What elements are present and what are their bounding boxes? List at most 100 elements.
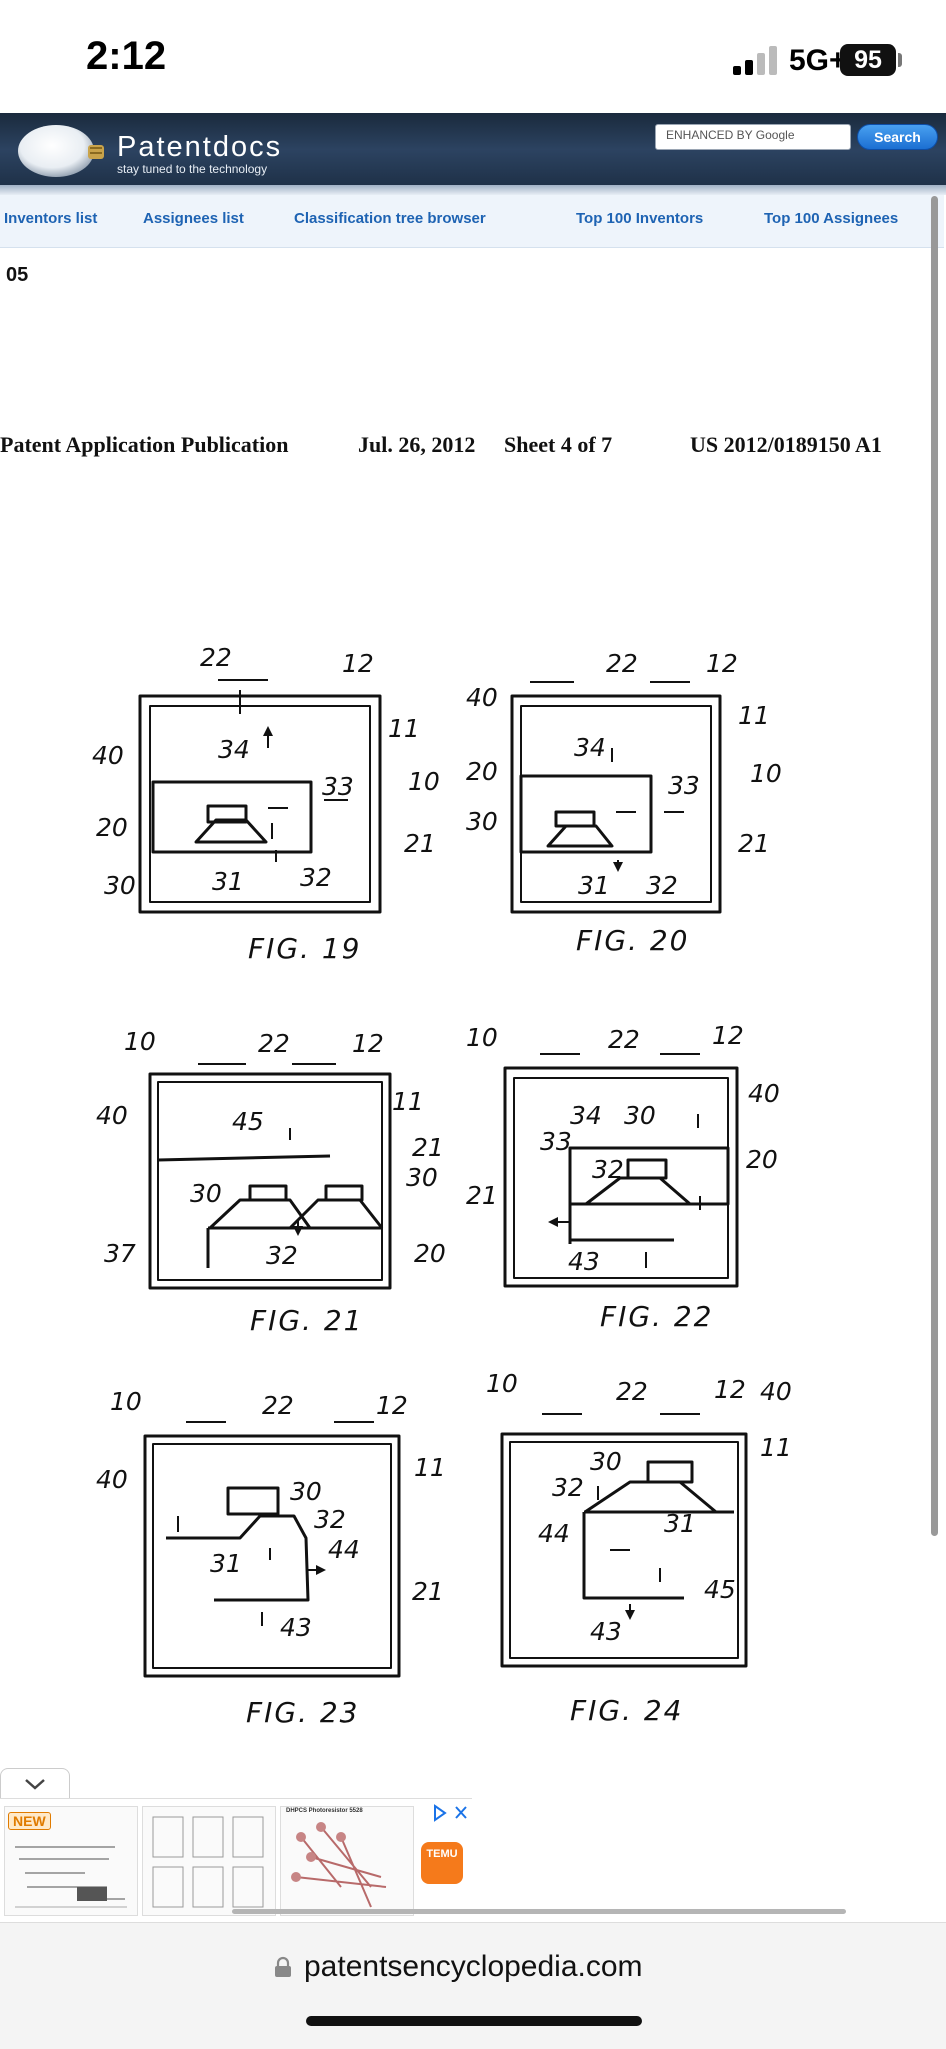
- svg-text:11: 11: [738, 701, 770, 730]
- svg-text:43: 43: [590, 1617, 622, 1646]
- publication-date: Jul. 26, 2012: [358, 432, 476, 457]
- search-button[interactable]: Search: [857, 124, 938, 150]
- figure-21-label: FIG. 21: [250, 1304, 364, 1337]
- nav-assignees-list[interactable]: Assignees list: [143, 210, 244, 227]
- nav-classification-tree[interactable]: Classification tree browser: [294, 210, 486, 227]
- svg-text:34: 34: [218, 735, 250, 764]
- svg-text:22: 22: [258, 1029, 290, 1058]
- svg-text:45: 45: [704, 1575, 736, 1604]
- svg-text:12: 12: [714, 1375, 746, 1404]
- svg-text:45: 45: [232, 1107, 264, 1136]
- svg-text:10: 10: [486, 1369, 518, 1398]
- svg-text:31: 31: [578, 871, 610, 900]
- svg-text:30: 30: [466, 807, 498, 836]
- svg-text:11: 11: [392, 1087, 424, 1116]
- svg-text:30: 30: [590, 1447, 622, 1476]
- svg-text:34: 34: [574, 733, 606, 762]
- nav-top-assignees[interactable]: Top 100 Assignees: [764, 210, 899, 227]
- nav-top-inventors[interactable]: Top 100 Inventors: [576, 210, 704, 227]
- figure-24-label: FIG. 24: [570, 1694, 684, 1727]
- svg-text:21: 21: [412, 1577, 444, 1606]
- figure-24-diagram: [500, 1413, 748, 1668]
- figure-23-label: FIG. 23: [246, 1696, 360, 1729]
- figure-22-diagram: [503, 1053, 739, 1288]
- search-input[interactable]: [655, 124, 851, 150]
- svg-text:40: 40: [760, 1377, 792, 1406]
- publication-type: Patent Application Publication: [0, 432, 289, 457]
- svg-text:20: 20: [466, 757, 498, 786]
- header-divider: [0, 185, 946, 195]
- figure-23-diagram: [143, 1421, 401, 1678]
- search-placeholder: ENHANCED BY Google: [666, 128, 795, 142]
- svg-text:32: 32: [266, 1241, 298, 1270]
- svg-text:31: 31: [210, 1549, 242, 1578]
- svg-text:22: 22: [200, 643, 232, 672]
- svg-text:20: 20: [96, 813, 128, 842]
- svg-text:10: 10: [750, 759, 782, 788]
- svg-text:43: 43: [280, 1613, 312, 1642]
- section-number: 05: [6, 264, 29, 286]
- figure-19-diagram: [138, 679, 382, 914]
- nav-inventors-list[interactable]: Inventors list: [4, 210, 98, 227]
- browser-address-bar: [0, 1922, 946, 2049]
- svg-text:30: 30: [624, 1101, 656, 1130]
- svg-text:21: 21: [412, 1133, 444, 1162]
- publication-sheet: Sheet 4 of 7: [504, 432, 613, 457]
- svg-text:30: 30: [406, 1163, 438, 1192]
- svg-text:30: 30: [290, 1477, 322, 1506]
- site-brand[interactable]: Patentdocs: [117, 131, 283, 163]
- svg-text:34: 34: [570, 1101, 602, 1130]
- figure-21-diagram: [148, 1063, 392, 1290]
- svg-text:40: 40: [96, 1101, 128, 1130]
- new-badge: NEW: [8, 1812, 51, 1830]
- lightbulb-logo-icon[interactable]: [8, 117, 108, 187]
- ad-product-title: DHPCS Photoresistor 5528: [286, 1808, 363, 1814]
- vertical-scrollbar[interactable]: [931, 196, 938, 1536]
- svg-text:22: 22: [262, 1391, 294, 1420]
- svg-text:21: 21: [466, 1181, 498, 1210]
- svg-text:33: 33: [322, 772, 354, 801]
- svg-text:32: 32: [552, 1473, 584, 1502]
- svg-text:32: 32: [300, 863, 332, 892]
- svg-text:12: 12: [376, 1391, 408, 1420]
- svg-text:10: 10: [408, 767, 440, 796]
- network-label: 5G+: [789, 44, 847, 77]
- svg-text:20: 20: [746, 1145, 778, 1174]
- svg-text:40: 40: [92, 741, 124, 770]
- svg-text:44: 44: [538, 1519, 570, 1548]
- status-time: 2:12: [86, 34, 167, 78]
- figure-20-diagram: [510, 681, 722, 914]
- horizontal-scrollbar[interactable]: [232, 1909, 846, 1914]
- svg-text:33: 33: [540, 1127, 572, 1156]
- svg-text:32: 32: [314, 1505, 346, 1534]
- svg-text:12: 12: [712, 1021, 744, 1050]
- svg-text:22: 22: [608, 1025, 640, 1054]
- svg-text:32: 32: [592, 1155, 624, 1184]
- svg-text:12: 12: [342, 649, 374, 678]
- ad-choices-icon[interactable]: [432, 1804, 472, 1822]
- svg-text:10: 10: [124, 1027, 156, 1056]
- lock-icon: [275, 1956, 291, 1977]
- temu-logo-icon[interactable]: TEMU: [421, 1842, 463, 1884]
- figure-20-label: FIG. 20: [576, 924, 690, 957]
- svg-text:30: 30: [190, 1179, 222, 1208]
- home-indicator[interactable]: [306, 2016, 642, 2026]
- site-tagline: stay tuned to the technology: [117, 162, 268, 176]
- svg-text:32: 32: [646, 871, 678, 900]
- figure-19-label: FIG. 19: [248, 932, 362, 965]
- svg-text:31: 31: [212, 867, 244, 896]
- svg-text:10: 10: [110, 1387, 142, 1416]
- ad-thumbnail-3[interactable]: [280, 1806, 414, 1916]
- url-text[interactable]: patentsencyclopedia.com: [304, 1950, 643, 1983]
- svg-text:37: 37: [104, 1239, 136, 1268]
- svg-text:43: 43: [568, 1247, 600, 1276]
- svg-text:10: 10: [466, 1023, 498, 1052]
- battery-icon: 95: [840, 44, 896, 76]
- ad-collapse-tab[interactable]: [0, 1768, 70, 1799]
- svg-text:30: 30: [104, 871, 136, 900]
- svg-text:11: 11: [414, 1453, 446, 1482]
- svg-text:21: 21: [404, 829, 436, 858]
- svg-text:11: 11: [388, 714, 420, 743]
- ad-thumbnail-2[interactable]: [142, 1806, 276, 1916]
